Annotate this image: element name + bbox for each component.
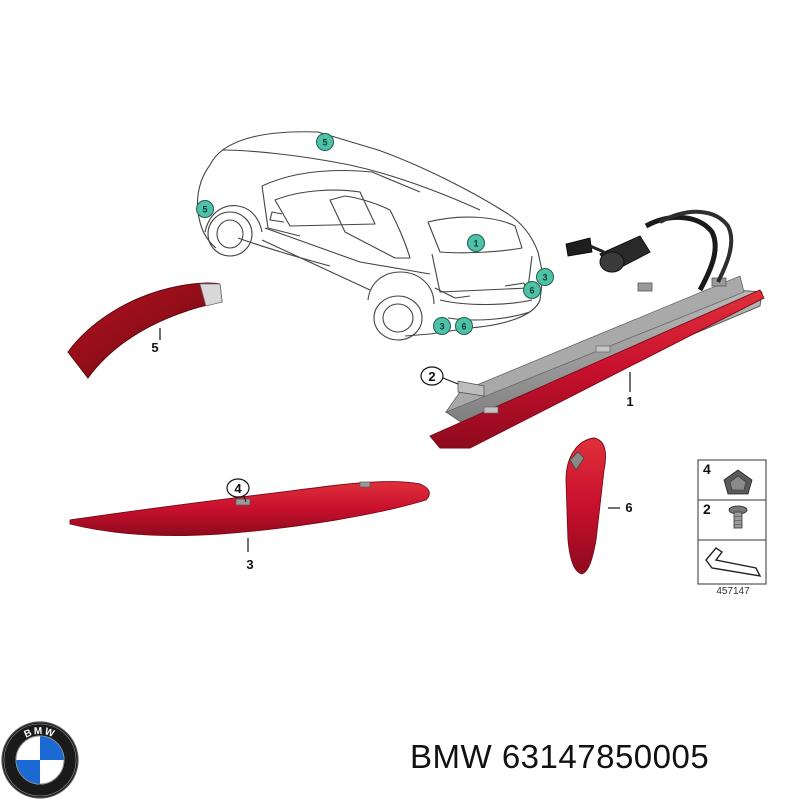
- callout-4-label: 4: [234, 481, 242, 496]
- legend-item-4-label: 4: [703, 461, 711, 477]
- diagram-ref-number: 457147: [716, 586, 750, 597]
- brand-name: BMW: [410, 738, 493, 775]
- part-3-label: 3: [246, 557, 253, 572]
- car-badge-rear-right-label: 3: [542, 273, 547, 283]
- car-badge-spoiler-label: 1: [473, 239, 478, 249]
- product-caption: BMW 63147850005: [410, 738, 709, 776]
- car-badge-side-label: 5: [202, 205, 207, 215]
- fastener-legend: 4 2: [697, 459, 767, 585]
- part-6-side-reflector: 6: [565, 437, 633, 575]
- part-1-label: 1: [626, 394, 633, 409]
- car-badge-roof-label: 5: [322, 138, 327, 148]
- part-5-arch-reflector: 5: [67, 282, 223, 379]
- car-badge-bumper-left-label: 3: [439, 322, 444, 332]
- callout-4-leader: [243, 495, 247, 503]
- car-badges: 5 5 1 3 6 3 6: [196, 133, 554, 335]
- callout-2-leader: [442, 377, 459, 385]
- car-badge-side: 5: [196, 200, 214, 218]
- part-5-label: 5: [151, 340, 158, 355]
- car-badge-rear-right: 3: [536, 268, 554, 286]
- seal-strip-icon: [705, 547, 762, 577]
- callout-4: 4: [226, 478, 250, 503]
- callout-2: 2: [420, 366, 459, 386]
- car-badge-rear-mid: 6: [523, 281, 541, 299]
- part-1-brake-light: 1: [429, 209, 765, 449]
- part-6-label: 6: [625, 500, 632, 515]
- screw-icon: [728, 505, 748, 529]
- part-3-rear-reflector: 3: [69, 481, 430, 572]
- car-outline: [196, 131, 544, 341]
- part-number: 63147850005: [501, 738, 710, 775]
- bmw-logo-lettering: BMW: [23, 726, 57, 741]
- callout-2-label: 2: [428, 369, 435, 384]
- car-badge-bumper-right-label: 6: [461, 322, 466, 332]
- clip-nut-icon: [723, 469, 753, 495]
- car-badge-bumper-left: 3: [433, 317, 451, 335]
- car-badge-roof: 5: [316, 133, 334, 151]
- car-badge-bumper-right: 6: [455, 317, 473, 335]
- car-badge-rear-mid-label: 6: [529, 286, 534, 296]
- bmw-logo: BMW: [1, 721, 79, 799]
- legend-item-2-label: 2: [703, 501, 711, 517]
- car-badge-spoiler: 1: [467, 234, 485, 252]
